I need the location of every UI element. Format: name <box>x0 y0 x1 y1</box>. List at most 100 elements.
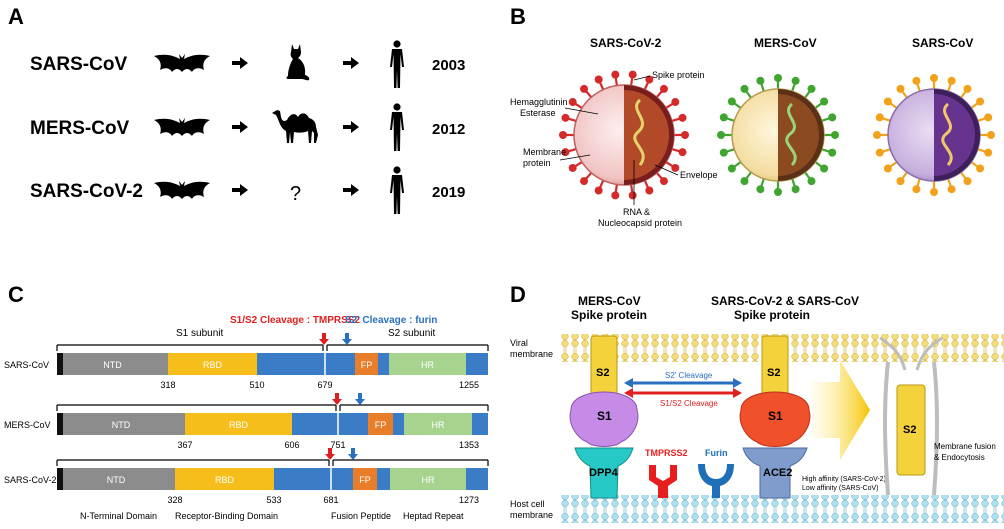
arrow-icon <box>232 184 248 196</box>
ace2-label: ACE2 <box>763 467 792 479</box>
viral-membrane-2: membrane <box>510 349 553 359</box>
signal-peptide <box>57 468 63 490</box>
s2-domain-sars <box>761 335 789 397</box>
s1-domain-mers <box>569 391 639 447</box>
spike-protein-head <box>568 98 577 107</box>
domain-label: RBD <box>229 420 249 430</box>
hr-domain <box>389 353 466 375</box>
spike-protein-head <box>828 148 837 157</box>
signal-peptide <box>57 353 63 375</box>
spike-protein-head <box>930 188 938 196</box>
spike-protein-head <box>875 148 884 157</box>
bat-icon <box>154 181 210 199</box>
spike-protein-head <box>984 148 993 157</box>
signal-peptide <box>57 413 63 435</box>
ntd-domain <box>63 468 175 490</box>
panel-d: D MERS-CoV Spike protein SARS-CoV-2 & SA… <box>510 282 1004 523</box>
spike-protein-head <box>774 74 782 82</box>
arrow-icon <box>343 184 359 196</box>
spike-protein-head <box>559 131 567 139</box>
spike-protein-head <box>740 177 749 186</box>
domain-label: HR <box>422 475 435 485</box>
spike-protein-head <box>727 97 736 106</box>
s1s2-cleavage-marker <box>332 393 342 405</box>
spike-protein-head <box>678 148 687 157</box>
spike-protein-head <box>807 177 816 186</box>
spike-protein-head <box>727 164 736 173</box>
bat-icon <box>154 54 210 72</box>
domain-label: HR <box>432 420 445 430</box>
domain-label: NTD <box>107 475 126 485</box>
spike-protein-head <box>820 164 829 173</box>
spike-protein-head <box>963 84 972 93</box>
spike-protein-head <box>912 76 921 85</box>
label-he-2: Esterase <box>520 108 556 118</box>
spike-protein-head <box>659 84 668 93</box>
spike-protein-head <box>580 177 589 186</box>
panel-a: A SARS-CoV 2003 MERS-CoV 2012 SARS-CoV-2… <box>8 4 465 214</box>
spike-protein-head <box>947 185 956 194</box>
label-spike-protein: Spike protein <box>652 70 705 80</box>
residue-position: 1353 <box>459 440 479 450</box>
legend-hr: Heptad Repeat <box>403 511 464 521</box>
row-virus-name: SARS-CoV <box>30 54 127 75</box>
residue-position: 510 <box>249 380 264 390</box>
spike-protein-head <box>671 98 680 107</box>
spike-protein-head <box>561 113 570 122</box>
s1s2-cleavage-text: S1/S2 Cleavage <box>660 399 718 408</box>
spike-protein-head <box>987 131 995 139</box>
label-rna-1: RNA & <box>623 207 650 217</box>
row-virus-name: MERS-CoV <box>30 118 130 139</box>
spike-protein-head <box>791 185 800 194</box>
s2-label: S2 <box>903 424 916 436</box>
label-envelope: Envelope <box>680 170 718 180</box>
label-membrane-1: Membrane <box>523 147 566 157</box>
s2-label: S2 <box>767 367 780 379</box>
panel-letter-a: A <box>8 4 24 29</box>
spike-protein-head <box>820 97 829 106</box>
row-year: 2019 <box>432 184 465 201</box>
viral-membrane-1: Viral <box>510 338 528 348</box>
virus-title: SARS-CoV-2 <box>590 36 662 50</box>
panel-letter-d: D <box>510 282 526 307</box>
spike-protein-head <box>611 70 620 79</box>
cat-icon <box>286 44 310 81</box>
ntd-domain <box>63 353 168 375</box>
label-he-1: Hemagglutinin <box>510 97 568 107</box>
fusion-label-2: & Endocytosis <box>934 453 985 462</box>
domain-label: NTD <box>103 360 122 370</box>
s1s2-cleavage-marker <box>319 333 329 345</box>
dpp4-label: DPP4 <box>589 467 619 479</box>
spike-protein-head <box>828 113 837 122</box>
spike-protein-head <box>831 131 839 139</box>
s1-domain-sars <box>739 391 811 447</box>
s1-subunit-label: S1 subunit <box>176 328 223 339</box>
unknown-intermediate: ? <box>290 183 301 205</box>
arrow-icon <box>232 121 248 133</box>
panel-letter-b: B <box>510 4 526 29</box>
s1-label: S1 <box>768 409 783 423</box>
spike-protein-head <box>678 113 687 122</box>
panel-b: B SARS-CoV-2 MERS-CoV SARS-CoV Spike <box>510 4 995 228</box>
furin-label: Furin <box>705 448 728 458</box>
spike-protein-head <box>883 164 892 173</box>
s1s2-cleavage-marker <box>325 448 335 460</box>
s2p-cleavage-text: S2' Cleavage <box>665 371 713 380</box>
spike-protein-head <box>719 148 728 157</box>
spike-protein-head <box>756 185 765 194</box>
tmprss2-protease <box>649 465 677 498</box>
spike-protein-head <box>963 177 972 186</box>
spike-protein-head <box>568 163 577 172</box>
residue-position: 533 <box>266 495 281 505</box>
domain-label: RBD <box>215 475 235 485</box>
spike-protein-head <box>628 191 637 200</box>
domain-label: FP <box>375 420 387 430</box>
s2-domain-mers <box>590 335 618 397</box>
residue-position: 681 <box>323 495 338 505</box>
spike-protein-head <box>717 131 725 139</box>
spike-protein-head <box>561 148 570 157</box>
label-membrane-2: protein <box>523 158 551 168</box>
ace2-receptor <box>742 447 808 499</box>
host-membrane-1: Host cell <box>510 499 545 509</box>
residue-position: 751 <box>330 440 345 450</box>
